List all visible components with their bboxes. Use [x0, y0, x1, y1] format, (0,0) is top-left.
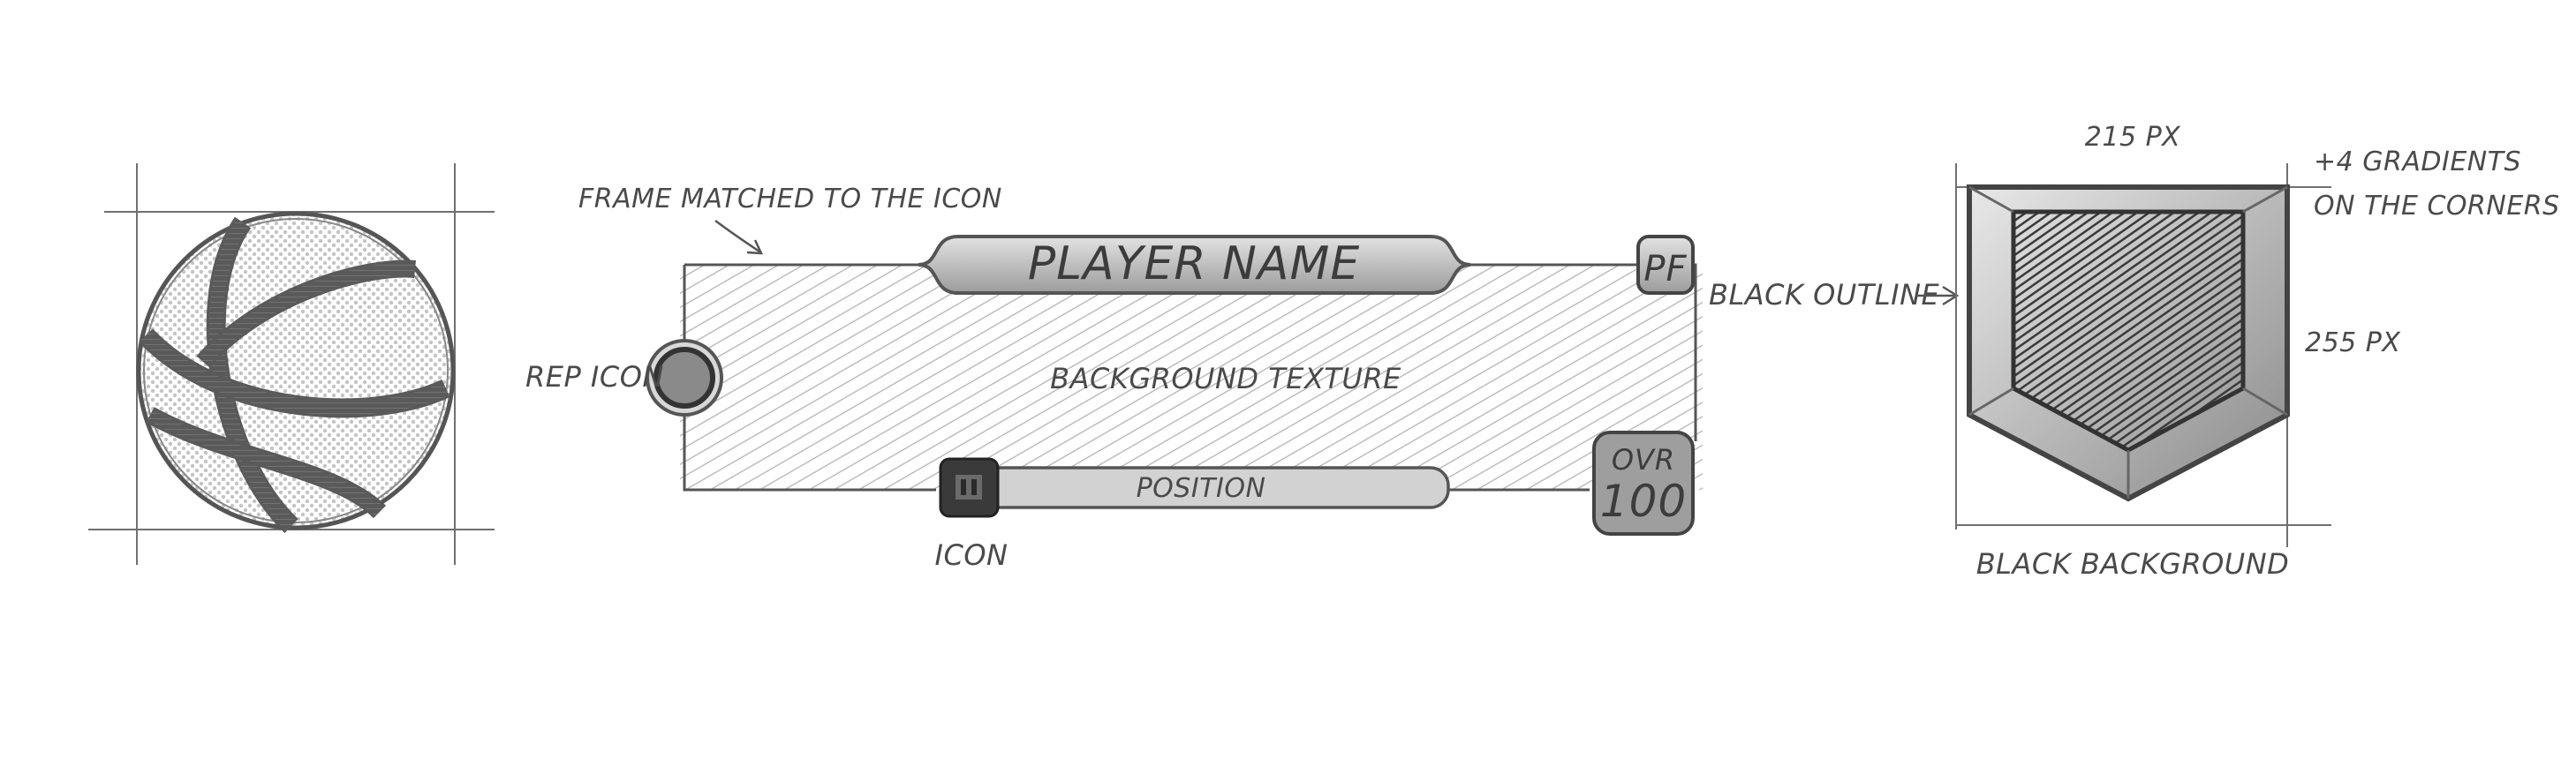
- shield-badge: [1955, 163, 2331, 547]
- height-dimension-label: 255 PX: [2305, 327, 2401, 358]
- position-bar: POSITION: [974, 466, 1450, 509]
- gradients-label-line1: +4 GRADIENTS: [2314, 147, 2521, 177]
- team-icon: [939, 457, 1000, 518]
- basketball-icon: [88, 163, 495, 565]
- black-background-label: BLACK BACKGROUND: [1976, 547, 2290, 581]
- position-tag-text: PF: [1643, 249, 1687, 289]
- rep-icon: [646, 339, 723, 417]
- black-outline-label: BLACK OUTLINE: [1709, 278, 1940, 312]
- width-dimension-label: 215 PX: [2085, 122, 2181, 153]
- gradients-label-line2: ON THE CORNERS: [2314, 191, 2560, 222]
- overall-label: OVR: [1612, 443, 1675, 477]
- rep-icon-label: REP ICON: [525, 360, 664, 394]
- overall-value: 100: [1600, 476, 1687, 527]
- icon-label: ICON: [935, 538, 1008, 572]
- player-name-text: PLAYER NAME: [1028, 237, 1360, 290]
- position-text: POSITION: [1137, 473, 1266, 504]
- player-name-banner: PLAYER NAME: [918, 235, 1471, 295]
- position-tag: PF: [1636, 235, 1695, 295]
- overall-rating-badge: OVR 100: [1592, 431, 1695, 536]
- background-texture-label: BACKGROUND TEXTURE: [1050, 362, 1401, 395]
- frame-note-label: FRAME MATCHED TO THE ICON: [578, 184, 1002, 214]
- player-card-frame: [680, 263, 1703, 492]
